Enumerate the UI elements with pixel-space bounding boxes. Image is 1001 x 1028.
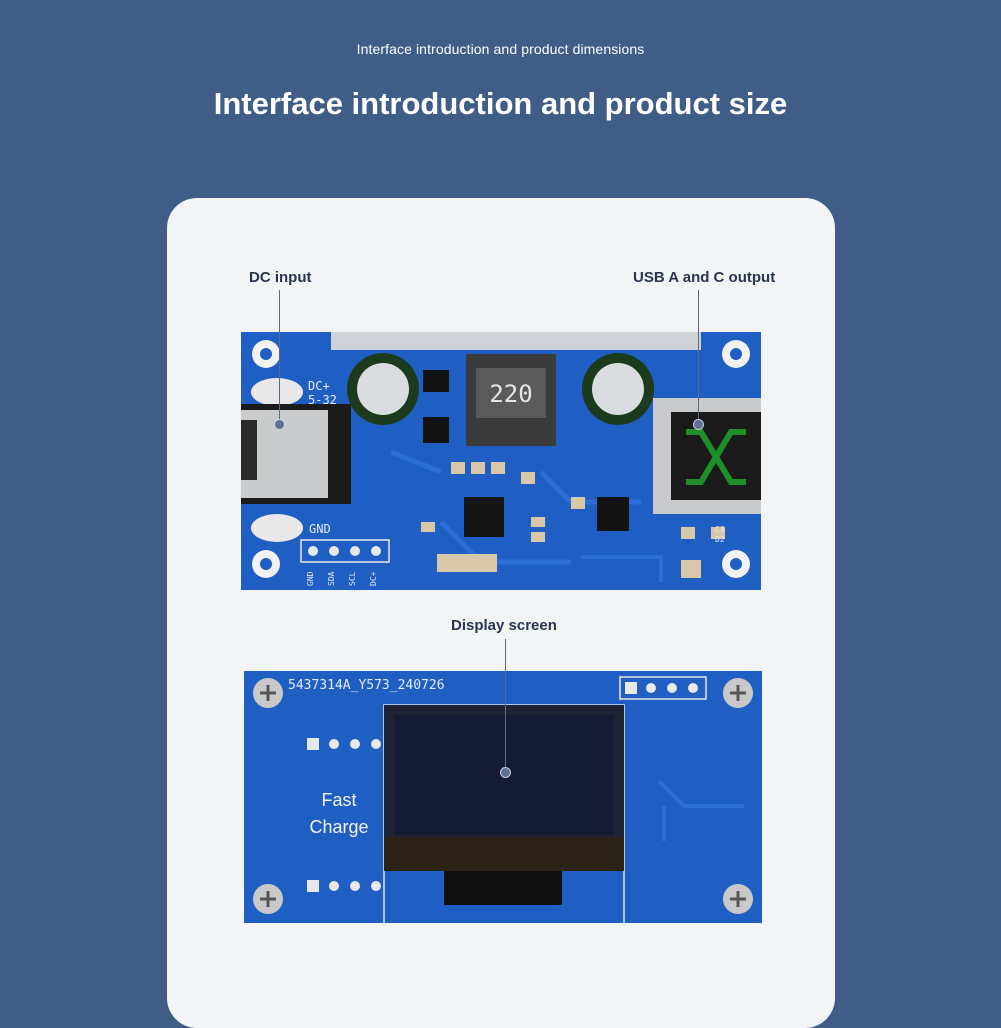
inductor: 220 [466, 354, 556, 446]
svg-text:5437314A_Y573_240726: 5437314A_Y573_240726 [288, 678, 445, 693]
svg-text:C3: C3 [715, 525, 725, 534]
dc-jack [241, 404, 351, 504]
screw [723, 884, 753, 914]
svg-text:SCL: SCL [348, 571, 357, 586]
page-subtitle: Interface introduction and product dimen… [356, 41, 645, 57]
usb-a-port [653, 398, 761, 514]
svg-text:GND: GND [306, 571, 315, 586]
mounting-hole [722, 340, 750, 368]
usb-output-label: USB A and C output [633, 269, 776, 286]
page-title: Interface introduction and product size [213, 86, 788, 121]
dc-input-label: DC input [249, 269, 312, 286]
svg-text:5-32: 5-32 [308, 393, 337, 407]
mounting-hole [252, 550, 280, 578]
header-pins [300, 539, 390, 563]
svg-text:Fast: Fast [321, 790, 356, 810]
svg-text:SDA: SDA [327, 571, 336, 586]
usb-output-pointer-line [698, 290, 699, 424]
svg-text:DC+: DC+ [369, 571, 378, 586]
svg-text:D2: D2 [715, 535, 725, 544]
svg-text:GND: GND [309, 522, 331, 536]
capacitor-left [347, 353, 419, 425]
display-pointer-line [505, 639, 506, 770]
mounting-hole [722, 550, 750, 578]
mounting-hole [252, 340, 280, 368]
screw [253, 678, 283, 708]
display-screen-label: Display screen [451, 617, 557, 634]
screw [723, 678, 753, 708]
pointer-dot-icon [274, 419, 285, 430]
dc-input-pointer-line [279, 290, 280, 424]
pointer-dot-icon [500, 767, 511, 778]
screw [253, 884, 283, 914]
capacitor-right [582, 353, 654, 425]
svg-text:Charge: Charge [309, 817, 368, 837]
svg-text:DC+: DC+ [308, 379, 330, 393]
pointer-dot-icon [693, 419, 704, 430]
svg-text:220: 220 [489, 380, 532, 408]
power-board: 220 DC+ 5-32 GND GND SDA SCL DC+ C3 D2 [241, 332, 761, 590]
display-board: 5437314A_Y573_240726 Fast Charge [244, 671, 762, 923]
